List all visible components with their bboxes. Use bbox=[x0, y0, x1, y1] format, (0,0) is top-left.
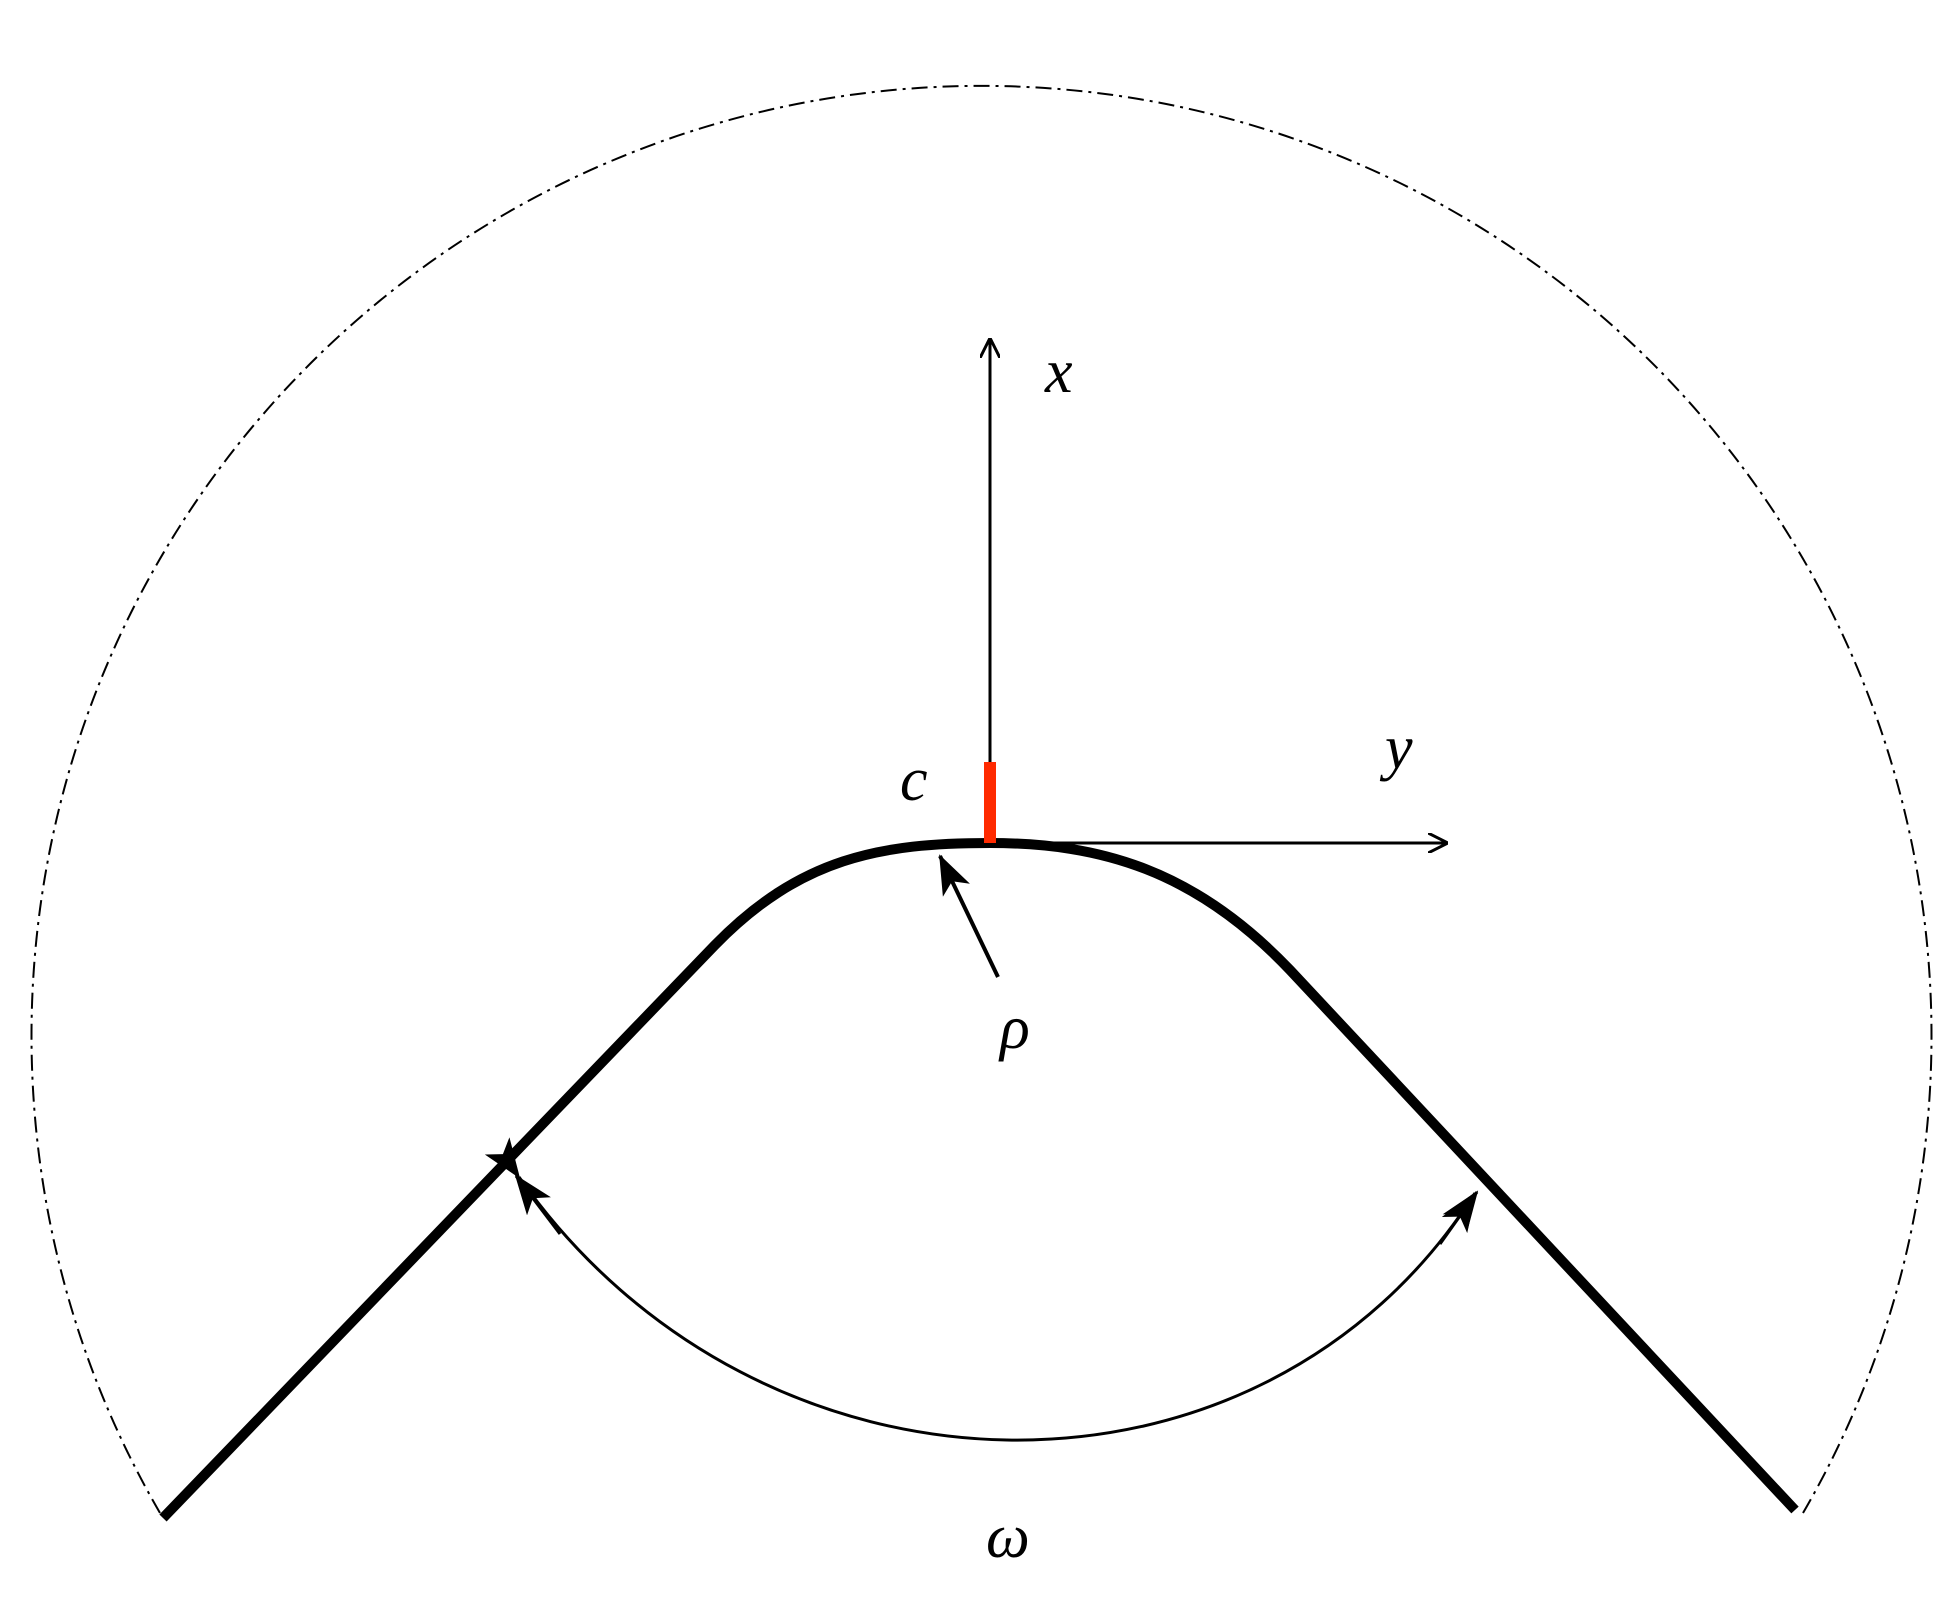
notch-angle-arrow-right bbox=[1438, 1190, 1479, 1245]
tip-radius-label: ρ bbox=[998, 994, 1030, 1062]
notch-profile bbox=[159, 837, 1799, 1522]
notch-angle-arrow-left bbox=[514, 1174, 562, 1235]
crack-length-label: c bbox=[900, 746, 928, 814]
notch-angle-arc bbox=[484, 1137, 1477, 1442]
x-axis-label: x bbox=[1044, 338, 1073, 406]
y-axis-label: y bbox=[1379, 714, 1413, 782]
boundary-circle bbox=[30, 84, 1933, 1514]
radius-pointer-arrow bbox=[938, 854, 1000, 978]
notch-angle-label: ω bbox=[986, 1503, 1030, 1571]
